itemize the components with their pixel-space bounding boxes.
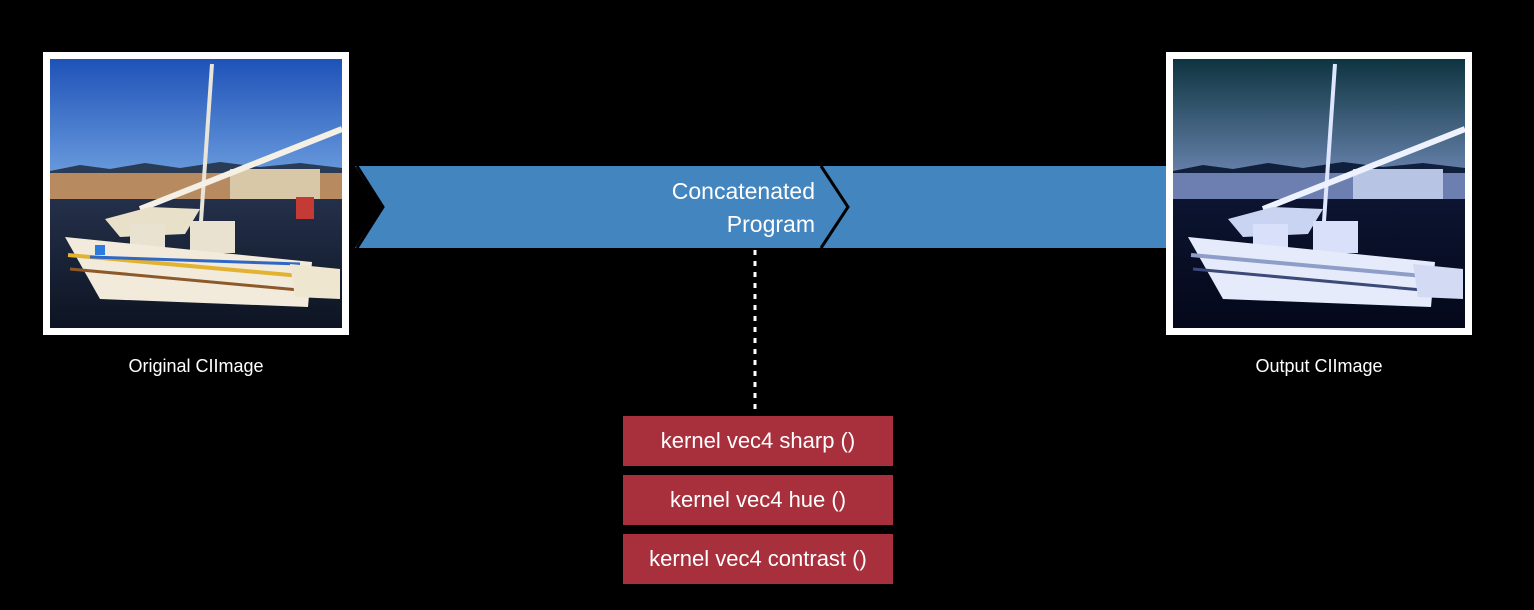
program-label-line2: Program: [726, 211, 815, 237]
program-label: Concatenated Program: [560, 175, 815, 241]
pipeline-arrow: [355, 166, 1166, 248]
original-image-caption: Original CIImage: [128, 356, 264, 376]
original-image: [50, 59, 342, 328]
kernel-box-contrast: kernel vec4 contrast (): [623, 534, 893, 584]
output-image-frame: [1166, 52, 1472, 335]
original-image-frame: [43, 52, 349, 335]
arrow-chevron-left: [355, 165, 385, 249]
output-image-caption: Output CIImage: [1255, 356, 1383, 376]
kernel-box-sharp: kernel vec4 sharp (): [623, 416, 893, 466]
arrow-chevron-right: [819, 165, 850, 249]
kernel-box-hue: kernel vec4 hue (): [623, 475, 893, 525]
output-image: [1173, 59, 1465, 328]
program-label-line1: Concatenated: [671, 178, 815, 204]
